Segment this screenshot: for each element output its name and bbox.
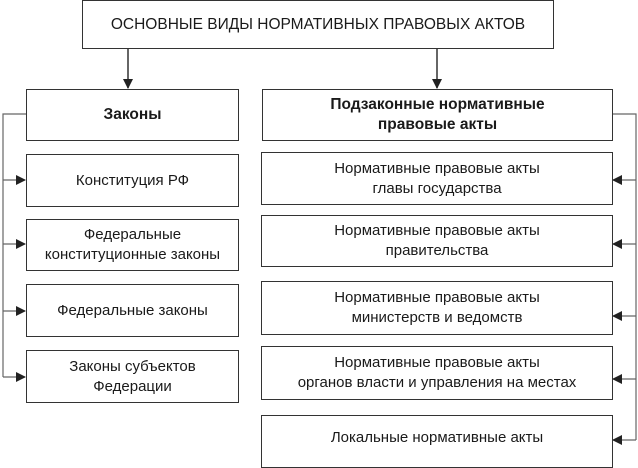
local-authorities-acts-box: Нормативные правовые акты органов власти…: [261, 346, 613, 400]
subordinate-acts-box: Подзаконные нормативные правовые акты: [262, 89, 613, 141]
item-text-line2: Федерации: [93, 377, 172, 395]
item-text: Локальные нормативные акты: [330, 429, 544, 446]
federal-constitutional-laws-box: Федеральные конституционные законы: [26, 219, 239, 271]
subordinate-heading-line2: правовые акты: [377, 116, 498, 133]
title-box: ОСНОВНЫЕ ВИДЫ НОРМАТИВНЫХ ПРАВОВЫХ АКТОВ: [82, 0, 554, 49]
item-text: Конституция РФ: [75, 171, 190, 189]
local-normative-acts-box: Локальные нормативные акты: [261, 415, 613, 468]
government-acts-box: Нормативные правовые акты правительства: [261, 215, 613, 267]
laws-box: Законы: [26, 89, 239, 141]
constitution-box: Конституция РФ: [26, 154, 239, 207]
item-text-line2: главы государства: [372, 179, 502, 197]
item-text-line1: Нормативные правовые акты: [334, 289, 540, 306]
item-text-line1: Нормативные правовые акты: [334, 222, 540, 239]
item-text-line1: Нормативные правовые акты: [334, 159, 540, 177]
head-of-state-acts-box: Нормативные правовые акты главы государс…: [261, 152, 613, 205]
item-text-line2: конституционные законы: [44, 246, 221, 263]
item-text-line2: министерств и ведомств: [351, 309, 523, 326]
item-text-line2: правительства: [385, 242, 489, 259]
title-text: ОСНОВНЫЕ ВИДЫ НОРМАТИВНЫХ ПРАВОВЫХ АКТОВ: [110, 15, 526, 33]
federal-laws-box: Федеральные законы: [26, 284, 239, 337]
item-text-line1: Нормативные правовые акты: [334, 354, 540, 371]
item-text-line1: Федеральные: [83, 226, 182, 243]
item-text-line2: органов власти и управления на местах: [297, 374, 577, 391]
federation-subject-laws-box: Законы субъектов Федерации: [26, 350, 239, 403]
laws-heading: Законы: [103, 106, 162, 123]
ministries-acts-box: Нормативные правовые акты министерств и …: [261, 281, 613, 335]
subordinate-heading-line1: Подзаконные нормативные: [330, 96, 545, 113]
item-text: Федеральные законы: [57, 301, 208, 319]
item-text-line1: Законы субъектов: [69, 357, 196, 375]
